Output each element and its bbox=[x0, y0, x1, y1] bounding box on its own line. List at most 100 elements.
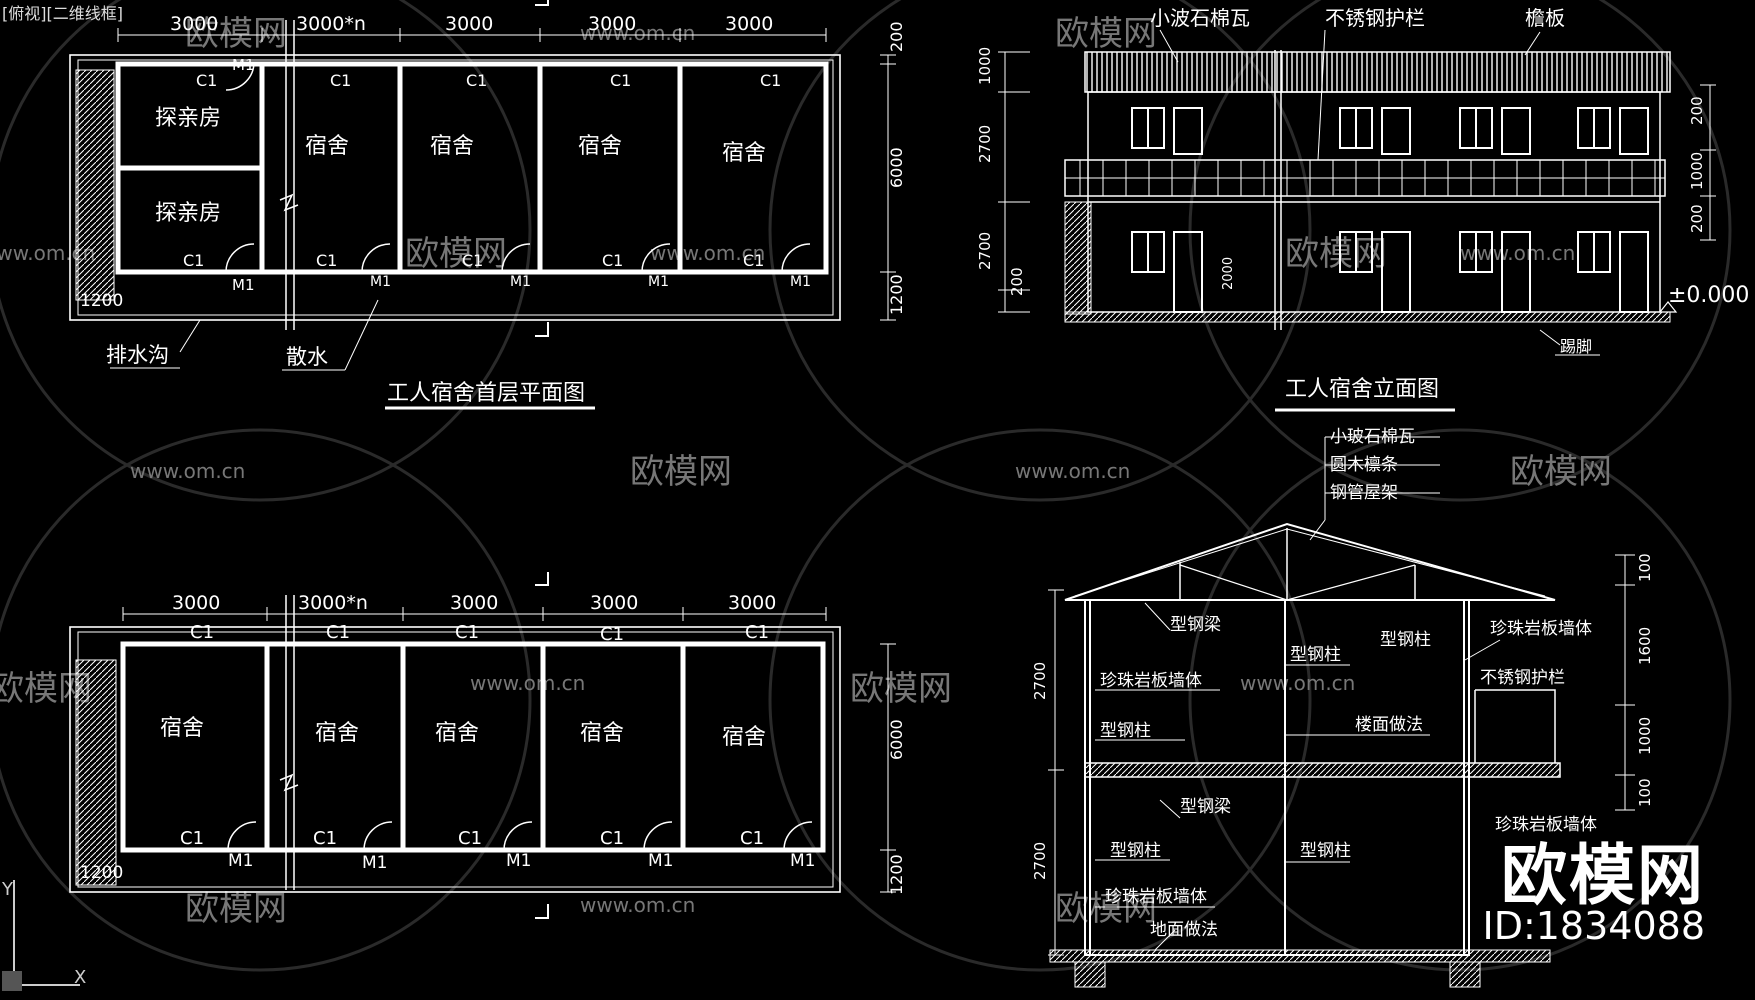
section-label: 珍珠岩板墙体 bbox=[1490, 619, 1592, 639]
door-label: M1 bbox=[648, 851, 673, 871]
callout-label: 不锈钢护栏 bbox=[1325, 6, 1425, 30]
dim-text: 100 bbox=[1636, 778, 1654, 807]
callout-apron: 散水 bbox=[286, 345, 328, 369]
dim-text: 1200 bbox=[887, 854, 906, 895]
dim-text: 1200 bbox=[80, 291, 123, 311]
door-label: M1 bbox=[648, 274, 669, 290]
room-label: 宿舍 bbox=[722, 141, 766, 166]
dim-text: 200 bbox=[887, 21, 906, 52]
dim-text: 200 bbox=[1688, 204, 1706, 233]
window-label: C1 bbox=[180, 828, 204, 849]
window-label: C1 bbox=[760, 71, 781, 90]
section-label: 型钢梁 bbox=[1170, 615, 1221, 635]
window-label: C1 bbox=[743, 251, 764, 270]
watermark-url: www.om.cn bbox=[470, 671, 585, 695]
dim-text: 3000 bbox=[725, 13, 773, 35]
plan-title: 工人宿舍首层平面图 bbox=[387, 381, 585, 406]
elevation-drawing[interactable] bbox=[998, 29, 1716, 412]
section-drawing[interactable] bbox=[1048, 436, 1635, 988]
door-label: M1 bbox=[232, 276, 255, 294]
dim-text: 3000 bbox=[590, 592, 638, 614]
watermark-brand-large: 欧模网 bbox=[1501, 837, 1705, 914]
room-label: 宿舍 bbox=[305, 134, 349, 159]
level-text: ±0.000 bbox=[1668, 283, 1749, 308]
door-label: M1 bbox=[362, 853, 387, 873]
plan-upper-floor-text: 3000 3000*n 3000 3000 3000 6000 1200 120… bbox=[80, 592, 906, 895]
room-label: 宿舍 bbox=[722, 725, 766, 750]
watermark-brand: 欧模网 bbox=[185, 14, 287, 54]
plan-ground-floor[interactable] bbox=[69, 0, 896, 410]
dim-text: 6000 bbox=[887, 719, 906, 760]
room-label: 宿舍 bbox=[430, 134, 474, 159]
watermark-brand: 欧模网 bbox=[630, 452, 732, 492]
dim-text: 200 bbox=[1688, 96, 1706, 125]
dim-text: 3000 bbox=[445, 13, 493, 35]
watermark-brand: 欧模网 bbox=[1055, 889, 1157, 929]
elevation-title: 工人宿舍立面图 bbox=[1285, 377, 1439, 402]
dim-text: 1200 bbox=[887, 274, 906, 315]
door-label: M1 bbox=[370, 274, 391, 290]
watermark-url: www.om.cn bbox=[130, 459, 245, 483]
dim-text: 2700 bbox=[976, 125, 994, 163]
callout-drain: 排水沟 bbox=[106, 343, 169, 367]
dim-text: 3000 bbox=[450, 592, 498, 614]
elevation-text: 小波石棉瓦 不锈钢护栏 檐板 踢脚 1000 2700 2700 200 200… bbox=[976, 6, 1749, 402]
section-label: 珍珠岩板墙体 bbox=[1100, 671, 1202, 691]
section-label: 地面做法 bbox=[1150, 920, 1218, 940]
watermark-brand: 欧模网 bbox=[1285, 234, 1387, 274]
watermark-id: ID:1834088 bbox=[1482, 904, 1705, 948]
watermark-layer: www.om.cn www.om.cn www.om.cn www.om.cn … bbox=[0, 0, 1732, 972]
section-label: 不锈钢护栏 bbox=[1480, 668, 1565, 688]
room-label: 宿舍 bbox=[435, 721, 479, 746]
dim-text: 2700 bbox=[1031, 842, 1049, 880]
plan-upper-floor[interactable] bbox=[69, 572, 896, 919]
window-label: C1 bbox=[600, 624, 624, 645]
section-roof-label: 小玻石棉瓦 bbox=[1330, 427, 1415, 447]
dim-text: 2000 bbox=[1221, 257, 1236, 290]
window-label: C1 bbox=[600, 828, 624, 849]
dim-text: 100 bbox=[1636, 553, 1654, 582]
window-label: C1 bbox=[458, 828, 482, 849]
callout-label: 小波石棉瓦 bbox=[1150, 6, 1250, 30]
window-label: C1 bbox=[316, 251, 337, 270]
watermark-url: www.om.cn bbox=[580, 21, 695, 45]
dim-text: 3000*n bbox=[298, 592, 368, 614]
dim-text: 3000 bbox=[170, 13, 218, 35]
window-label: C1 bbox=[196, 71, 217, 90]
room-label: 宿舍 bbox=[578, 134, 622, 159]
watermark-brand: 欧模网 bbox=[1510, 452, 1612, 492]
watermark-url: www.om.cn bbox=[1460, 241, 1575, 265]
window-label: C1 bbox=[740, 828, 764, 849]
room-label: 探亲房 bbox=[155, 201, 221, 226]
section-label: 型钢柱 bbox=[1300, 841, 1351, 861]
dim-text: 3000*n bbox=[296, 13, 366, 35]
section-label: 型钢柱 bbox=[1380, 630, 1431, 650]
watermark-url: www.om.cn bbox=[650, 241, 765, 265]
watermark-brand: 欧模网 bbox=[850, 669, 952, 709]
door-label: M1 bbox=[228, 851, 253, 871]
watermark-brand: 欧模网 bbox=[1055, 14, 1157, 54]
watermark-url: www.om.cn bbox=[1015, 459, 1130, 483]
door-label: M1 bbox=[506, 851, 531, 871]
room-label: 宿舍 bbox=[315, 721, 359, 746]
section-roof-label: 圆木檩条 bbox=[1330, 455, 1398, 475]
dim-text: 200 bbox=[1008, 267, 1026, 296]
door-label: M1 bbox=[232, 56, 255, 74]
viewport-label[interactable]: [俯视][二维线框] bbox=[2, 4, 123, 23]
section-label: 型钢柱 bbox=[1290, 645, 1341, 665]
section-label: 型钢梁 bbox=[1180, 797, 1231, 817]
window-label: C1 bbox=[602, 251, 623, 270]
window-label: C1 bbox=[183, 251, 204, 270]
window-label: C1 bbox=[326, 622, 350, 643]
window-label: C1 bbox=[462, 251, 483, 270]
window-label: C1 bbox=[455, 622, 479, 643]
window-label: C1 bbox=[330, 71, 351, 90]
callout-label: 踢脚 bbox=[1560, 337, 1592, 356]
callout-label: 檐板 bbox=[1525, 6, 1565, 30]
dim-text: 1000 bbox=[1636, 717, 1654, 755]
dim-text: 3000 bbox=[728, 592, 776, 614]
dim-text: 1200 bbox=[80, 863, 123, 883]
section-label: 型钢柱 bbox=[1110, 841, 1161, 861]
section-label: 楼面做法 bbox=[1355, 715, 1423, 735]
